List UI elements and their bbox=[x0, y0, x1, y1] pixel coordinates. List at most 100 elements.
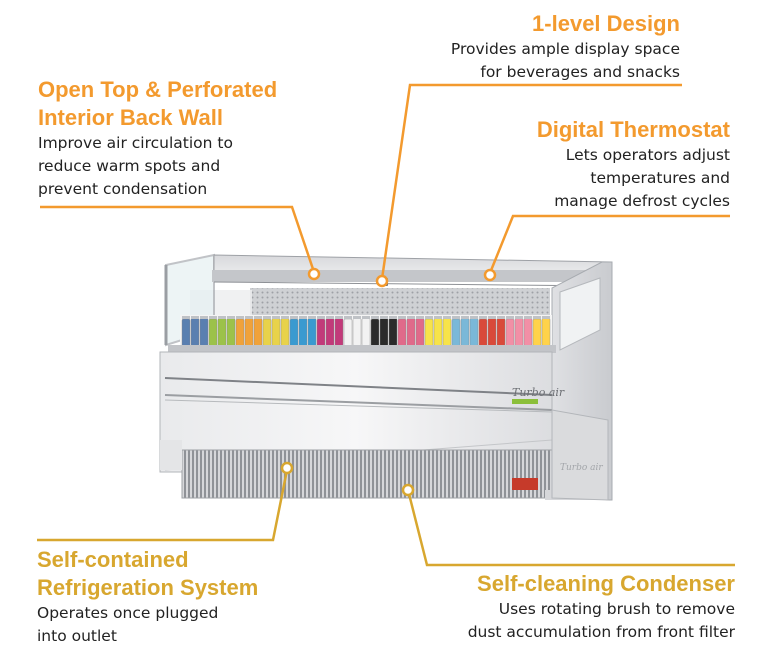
callout-refrigeration-system: Self-contained Refrigeration System Oper… bbox=[37, 546, 258, 648]
can-top bbox=[443, 316, 451, 319]
can-top bbox=[389, 316, 397, 319]
beverage-can bbox=[469, 317, 479, 347]
callout-title: 1-level Design bbox=[532, 11, 680, 36]
svg-text:Turbo air: Turbo air bbox=[560, 463, 603, 473]
can-top bbox=[182, 316, 190, 319]
beverage-can bbox=[496, 317, 506, 347]
can-top bbox=[236, 316, 244, 319]
beverage-can bbox=[199, 317, 209, 347]
beverage-can bbox=[415, 317, 425, 347]
beverage-can bbox=[532, 318, 542, 348]
can-top bbox=[434, 316, 442, 319]
can-top bbox=[272, 316, 280, 319]
beverage-can bbox=[487, 317, 497, 347]
can-top bbox=[416, 316, 424, 319]
callout-line: temperatures and bbox=[590, 169, 730, 187]
beverage-can bbox=[523, 317, 533, 347]
beverage-can bbox=[208, 318, 218, 348]
callout-title: Interior Back Wall bbox=[38, 105, 224, 130]
can-top bbox=[218, 316, 226, 319]
beverage-can bbox=[334, 317, 344, 347]
beverage-cans bbox=[181, 316, 551, 348]
can-top bbox=[380, 316, 388, 319]
svg-text:Turbo air: Turbo air bbox=[512, 386, 565, 399]
beverage-can bbox=[433, 317, 443, 347]
beverage-can bbox=[253, 317, 263, 347]
beverage-can bbox=[298, 317, 308, 347]
beverage-can bbox=[442, 317, 452, 347]
brand-logo: Turbo air bbox=[512, 386, 565, 404]
callout-title: Digital Thermostat bbox=[536, 117, 730, 142]
can-top bbox=[227, 316, 235, 319]
beverage-can bbox=[325, 317, 335, 347]
can-top bbox=[488, 316, 496, 319]
can-top bbox=[281, 316, 289, 319]
can-top bbox=[209, 316, 217, 319]
can-top bbox=[542, 316, 550, 319]
beverage-can bbox=[262, 318, 272, 348]
can-top bbox=[335, 316, 343, 319]
callout-digital-thermostat: Digital Thermostat Lets operators adjust… bbox=[537, 116, 730, 213]
callout-1-level-design: 1-level Design Provides ample display sp… bbox=[451, 10, 680, 84]
can-top bbox=[200, 316, 208, 319]
callout-dots bbox=[280, 267, 497, 497]
can-top bbox=[407, 316, 415, 319]
can-top bbox=[290, 316, 298, 319]
callout-line: into outlet bbox=[37, 627, 117, 645]
beverage-can bbox=[514, 317, 524, 347]
beverage-can bbox=[271, 317, 281, 347]
can-top bbox=[362, 316, 370, 319]
beverage-can bbox=[424, 318, 434, 348]
beverage-can bbox=[190, 317, 200, 347]
warning-label bbox=[512, 478, 538, 490]
can-top bbox=[326, 316, 334, 319]
callout-line: dust accumulation from front filter bbox=[467, 623, 735, 641]
shelf-front-rail bbox=[168, 345, 556, 353]
beverage-can bbox=[379, 317, 389, 347]
beverage-can bbox=[181, 318, 191, 348]
beverage-can bbox=[451, 318, 461, 348]
callout-line: Operates once plugged bbox=[37, 604, 219, 622]
beverage-can bbox=[370, 318, 380, 348]
callout-line: reduce warm spots and bbox=[38, 157, 221, 175]
can-top bbox=[479, 316, 487, 319]
can-top bbox=[317, 316, 325, 319]
beverage-can bbox=[505, 318, 515, 348]
can-top bbox=[245, 316, 253, 319]
can-top bbox=[425, 316, 433, 319]
beverage-can bbox=[226, 317, 236, 347]
can-top bbox=[353, 316, 361, 319]
callout-line: Provides ample display space bbox=[450, 40, 680, 58]
beverage-can bbox=[343, 318, 353, 348]
can-top bbox=[371, 316, 379, 319]
beverage-can bbox=[397, 318, 407, 348]
beverage-can bbox=[361, 317, 371, 347]
condenser-grill bbox=[181, 449, 553, 499]
beverage-can bbox=[289, 318, 299, 348]
callout-title: Refrigeration System bbox=[37, 575, 259, 600]
can-top bbox=[191, 316, 199, 319]
beverage-can bbox=[280, 317, 290, 347]
beverage-can bbox=[244, 317, 254, 347]
beverage-can bbox=[460, 317, 470, 347]
can-top bbox=[461, 316, 469, 319]
can-top bbox=[344, 316, 352, 319]
beverage-can bbox=[235, 318, 245, 348]
callout-open-top: Open Top & Perforated Interior Back Wall… bbox=[38, 76, 277, 201]
can-top bbox=[470, 316, 478, 319]
can-top bbox=[497, 316, 505, 319]
callout-line: prevent condensation bbox=[38, 180, 208, 198]
beverage-can bbox=[388, 317, 398, 347]
beverage-can bbox=[316, 318, 326, 348]
can-top bbox=[254, 316, 262, 319]
beverage-can bbox=[307, 317, 317, 347]
callout-title: Open Top & Perforated bbox=[38, 77, 278, 102]
can-top bbox=[452, 316, 460, 319]
callout-line: Improve air circulation to bbox=[38, 134, 233, 152]
callout-title: Self-cleaning Condenser bbox=[477, 571, 735, 596]
can-top bbox=[524, 316, 532, 319]
beverage-can bbox=[541, 317, 551, 347]
callout-line: for beverages and snacks bbox=[480, 63, 680, 81]
beverage-can bbox=[406, 317, 416, 347]
